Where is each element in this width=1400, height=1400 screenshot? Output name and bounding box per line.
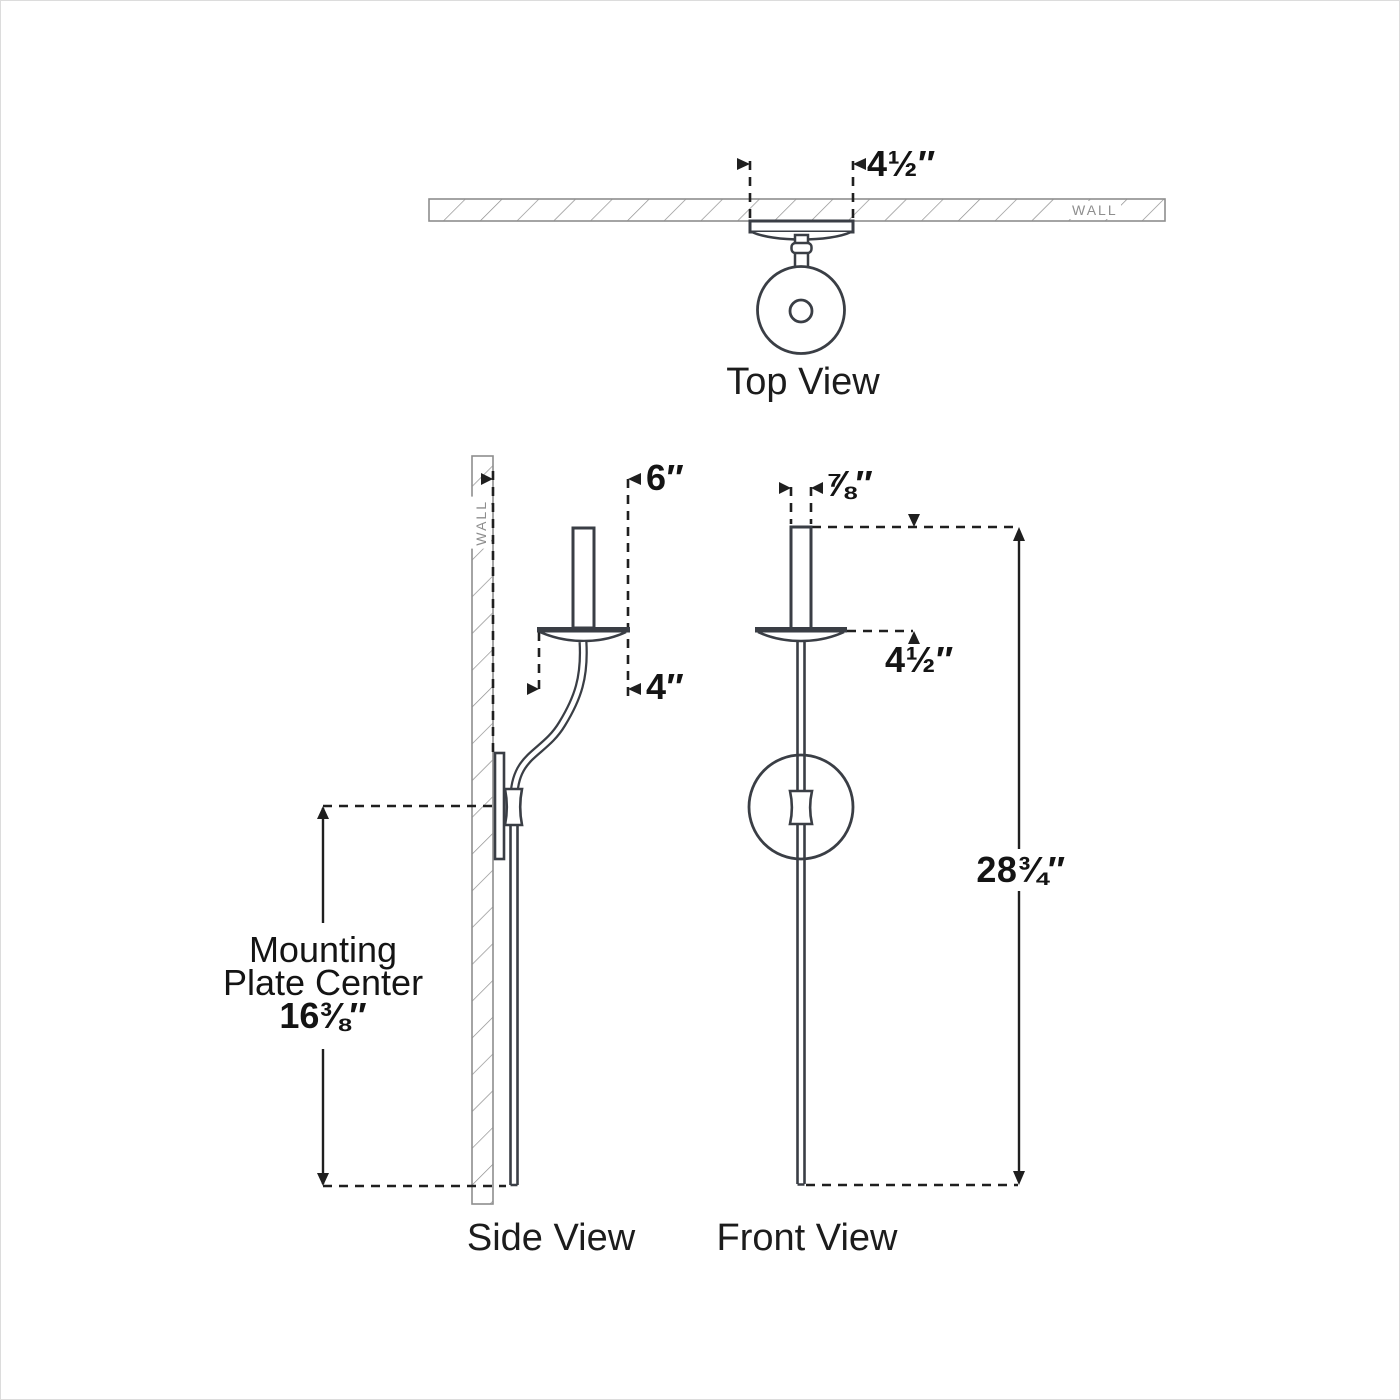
front-view-drawing [747, 482, 1025, 1187]
front-dimension-lines [789, 487, 1018, 1187]
top-stem [790, 233, 813, 270]
mounting-plate-center-value: 16⅜″ [279, 995, 367, 1036]
mounting-plate-center-line2: Plate Center [222, 962, 424, 1003]
top-view-drawing [428, 158, 1166, 355]
front-candle [789, 525, 813, 628]
side-arm [509, 641, 588, 796]
top-view-label: Top View [726, 361, 880, 403]
side-rod [509, 824, 519, 1187]
front-rod [796, 641, 806, 1186]
dim-front-candle-width: ⅞″ [825, 463, 874, 504]
top-wall-hatch [428, 198, 1166, 222]
side-wall-hatch [471, 455, 494, 1205]
top-backplate-disc [756, 265, 846, 355]
dim-mounting-plate-center: Mounting Plate Center 16⅜″ [222, 929, 424, 1036]
top-dimension-lines [748, 161, 855, 220]
front-knob [788, 789, 814, 826]
front-view-label: Front View [716, 1217, 898, 1259]
dim-side-projection: 6″ [646, 457, 685, 498]
dim-side-arm-depth: 4″ [646, 666, 685, 707]
side-mounting-plate [493, 751, 506, 861]
side-view-label: Side View [466, 1217, 636, 1259]
mounting-plate-center-line1: Mounting [248, 929, 398, 970]
wall-label-side: WALL [471, 497, 491, 549]
dim-front-overall-height: 28¾″ [970, 849, 1072, 891]
wall-label-top: WALL [1069, 201, 1121, 219]
top-dimension-arrows [737, 158, 866, 170]
side-dimension-lines [323, 471, 630, 1188]
front-bobeche [755, 627, 847, 643]
dim-top-backplate-width: 4½″ [867, 143, 936, 184]
side-knob [503, 787, 524, 827]
dim-front-candle-height: 4½″ [885, 639, 954, 680]
side-view-drawing [317, 455, 641, 1205]
side-bobeche [537, 627, 630, 643]
side-candle [571, 526, 596, 630]
